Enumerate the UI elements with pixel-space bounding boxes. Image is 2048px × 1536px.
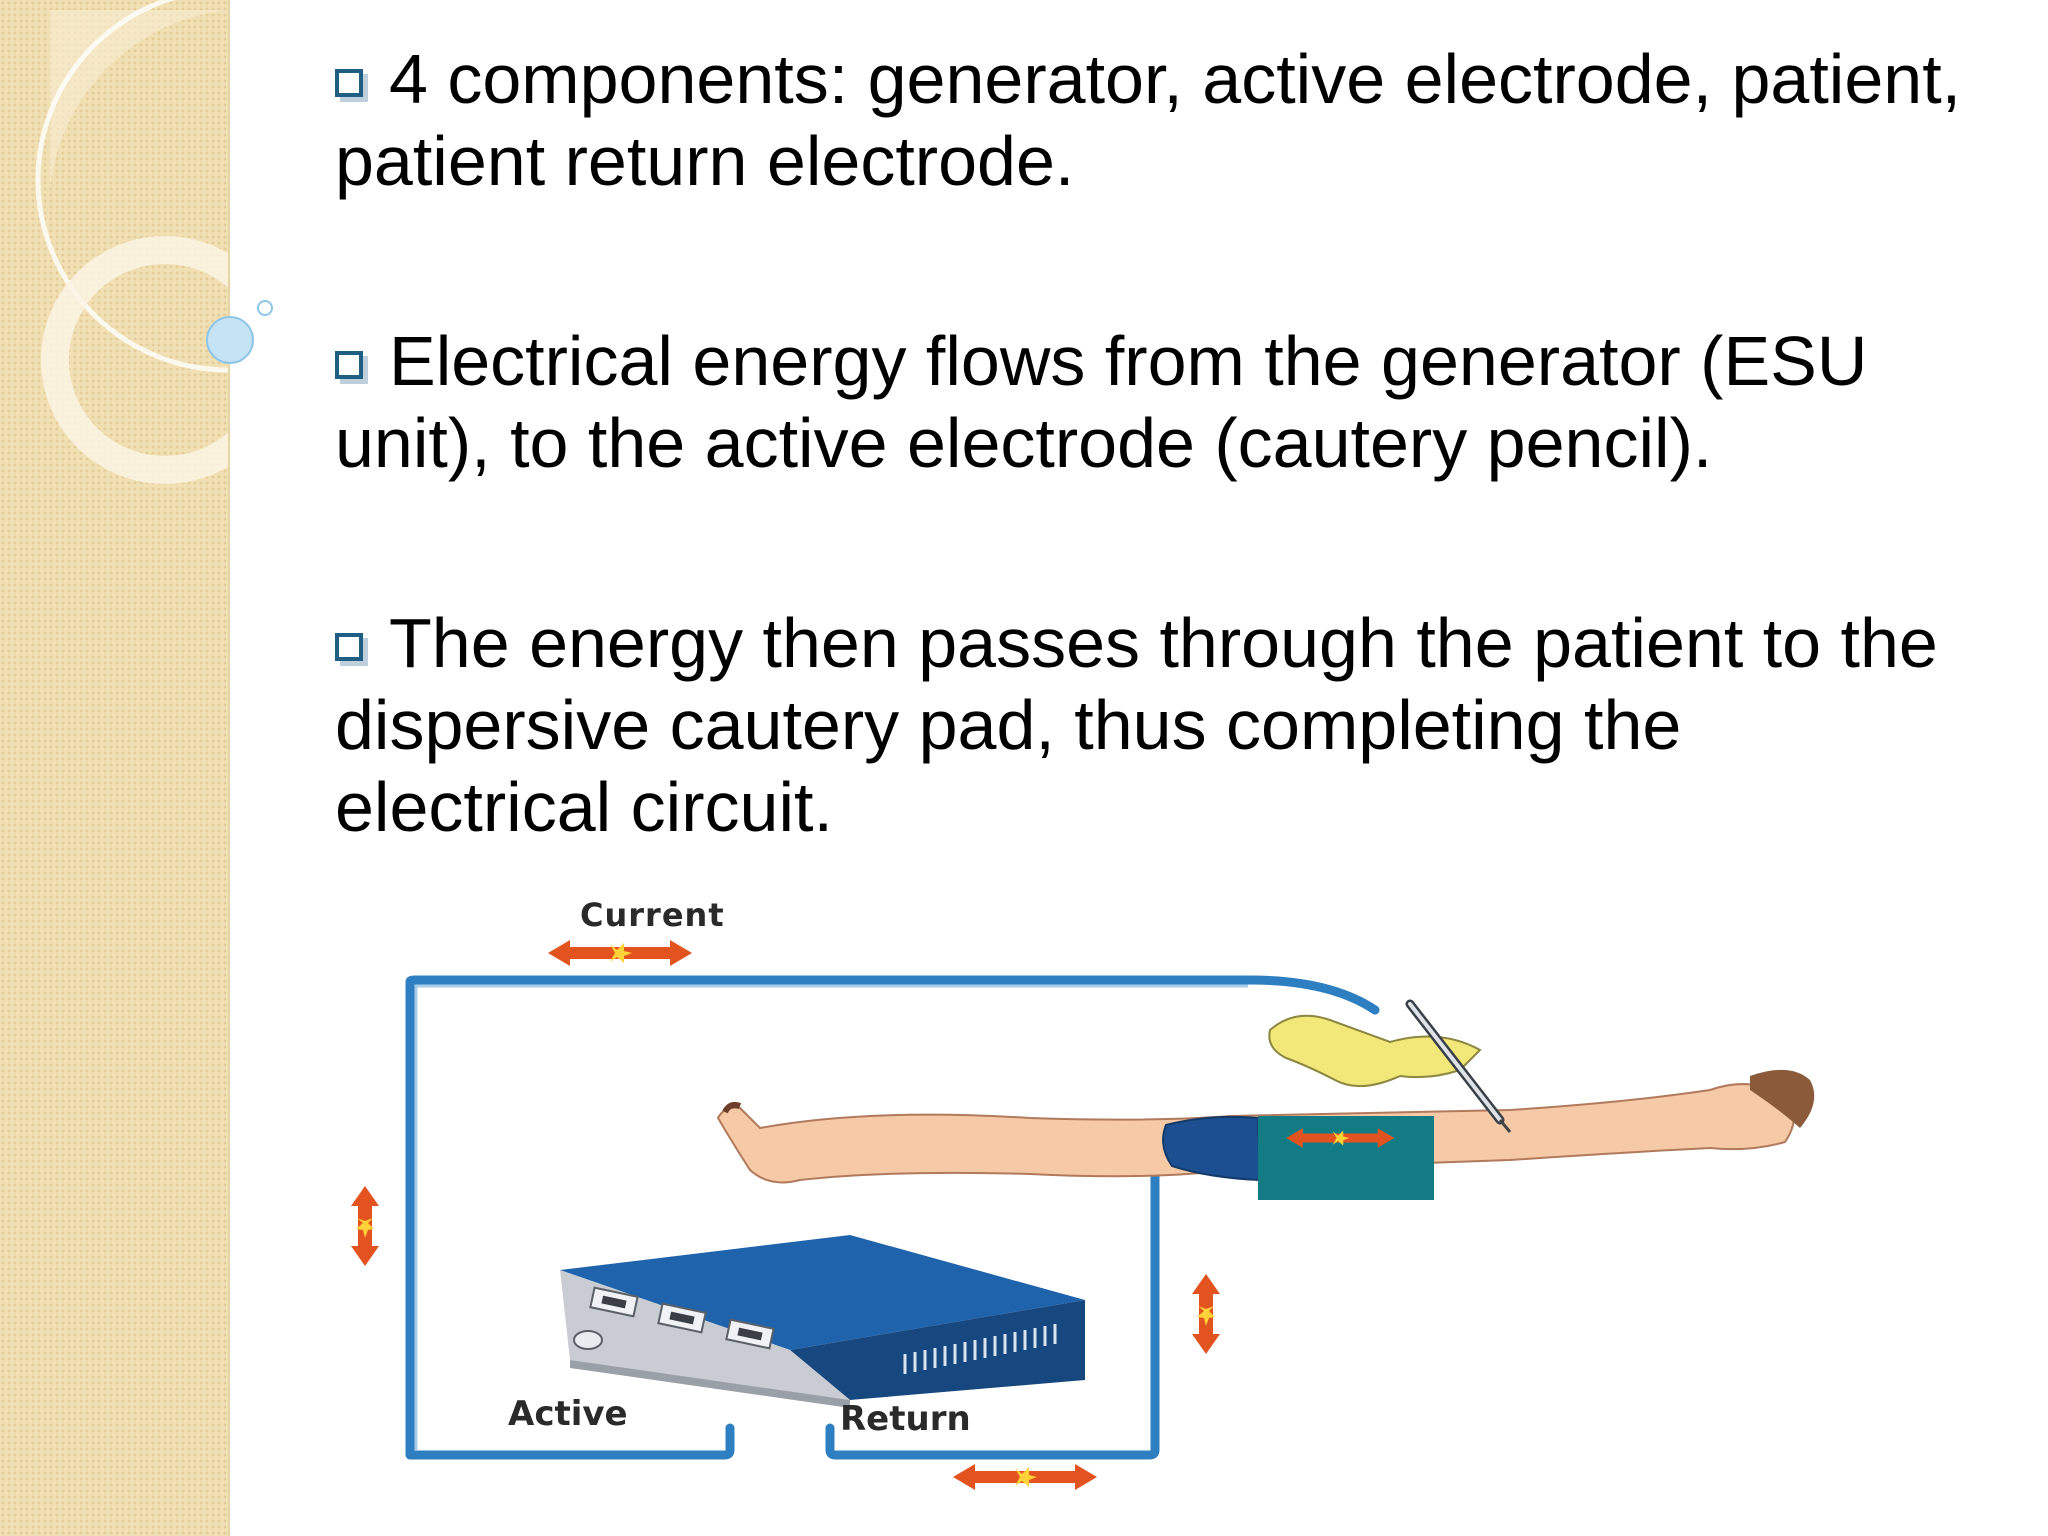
bullet-text: Electrical energy flows from the generat…	[335, 322, 1868, 482]
checkbox-bullet-icon	[335, 633, 363, 661]
bullet-text: The energy then passes through the patie…	[335, 604, 1938, 846]
bullet-text: 4 components: generator, active electrod…	[335, 40, 1962, 200]
bottom-flow-arrow	[953, 1464, 1097, 1490]
diagram-canvas: Current	[351, 896, 1815, 1490]
surgical-drape	[1258, 1116, 1434, 1200]
dispersive-pad	[1162, 1115, 1262, 1182]
left-flow-arrow	[351, 1186, 379, 1266]
bullet-list: 4 components: generator, active electrod…	[335, 38, 1975, 848]
bullet-item: Electrical energy flows from the generat…	[335, 320, 1975, 484]
decorative-bubbles	[206, 300, 273, 364]
electrosurgery-circuit-diagram: Current	[330, 880, 1970, 1520]
surgeon-hand-with-cautery-pencil	[1268, 999, 1512, 1133]
bullet-item: The energy then passes through the patie…	[335, 602, 1975, 848]
active-label: Active	[508, 1394, 628, 1434]
esu-generator	[560, 1235, 1085, 1408]
current-label: Current	[580, 896, 725, 934]
bullet-item: 4 components: generator, active electrod…	[335, 38, 1975, 202]
return-flow-arrow	[1192, 1274, 1220, 1354]
checkbox-bullet-icon	[335, 69, 363, 97]
checkbox-bullet-icon	[335, 351, 363, 379]
decorative-side-band	[0, 0, 230, 1536]
current-arrow	[548, 940, 692, 966]
return-label: Return	[840, 1399, 971, 1439]
